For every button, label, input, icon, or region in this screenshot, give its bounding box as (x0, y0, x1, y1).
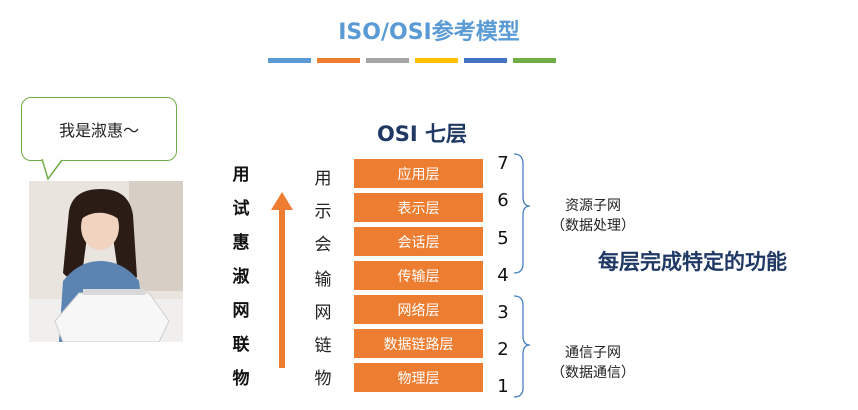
layer-number: 7 (497, 153, 509, 174)
communication-subnet-desc: （数据通信） (551, 365, 635, 381)
summary-text: 每层完成特定的功能 (598, 250, 787, 274)
layer-transport: 传输层 (353, 260, 484, 291)
speech-bubble-text: 我是淑惠～ (58, 121, 139, 140)
layer-char: 会 (314, 235, 332, 255)
layer-char: 网 (314, 303, 332, 323)
mnemonic-char: 网 (232, 301, 250, 321)
communication-subnet-label: 通信子网 （数据通信） (541, 343, 645, 383)
color-bar (317, 58, 360, 63)
mnemonic-char: 惠 (232, 233, 250, 253)
communication-subnet-title: 通信子网 (565, 345, 621, 361)
layer-char: 链 (314, 336, 332, 356)
color-bar (415, 58, 458, 63)
layer-data-link: 数据链路层 (353, 328, 484, 359)
woman-with-laptop-photo (29, 181, 183, 342)
osi-heading: OSI 七层 (376, 122, 468, 146)
color-bar (464, 58, 507, 63)
resource-subnet-title: 资源子网 (565, 198, 621, 214)
layer-presentation: 表示层 (353, 192, 484, 223)
speech-bubble-tail (41, 159, 63, 181)
color-bar (268, 58, 311, 63)
resource-subnet-label: 资源子网 （数据处理） (541, 196, 645, 236)
color-bar (513, 58, 556, 63)
layer-char: 输 (314, 270, 332, 290)
up-arrow-icon (271, 192, 293, 368)
layer-char: 示 (314, 202, 332, 222)
slide-title: ISO/OSI参考模型 (338, 20, 520, 45)
color-bar (366, 58, 409, 63)
layer-number: 1 (497, 376, 509, 397)
layer-char: 用 (314, 169, 332, 189)
resource-subnet-desc: （数据处理） (551, 218, 635, 234)
layer-number: 6 (497, 190, 509, 211)
layer-network: 网络层 (353, 294, 484, 325)
mnemonic-char: 用 (232, 165, 250, 185)
layer-number: 2 (497, 339, 509, 360)
lower-brace (513, 295, 531, 398)
layer-number: 3 (497, 302, 509, 323)
layer-session: 会话层 (353, 226, 484, 257)
layer-number: 4 (497, 265, 509, 286)
layer-application: 应用层 (353, 158, 484, 189)
layer-char: 物 (314, 369, 332, 389)
upper-brace (513, 153, 531, 274)
mnemonic-char: 联 (232, 335, 250, 355)
group-braces (513, 153, 531, 398)
mnemonic-char: 物 (232, 369, 250, 389)
layer-number: 5 (497, 228, 509, 249)
layer-physical: 物理层 (353, 362, 484, 393)
color-bars (268, 58, 556, 63)
mnemonic-char: 试 (232, 199, 250, 219)
mnemonic-char: 淑 (232, 267, 250, 287)
speech-bubble: 我是淑惠～ (21, 97, 177, 161)
